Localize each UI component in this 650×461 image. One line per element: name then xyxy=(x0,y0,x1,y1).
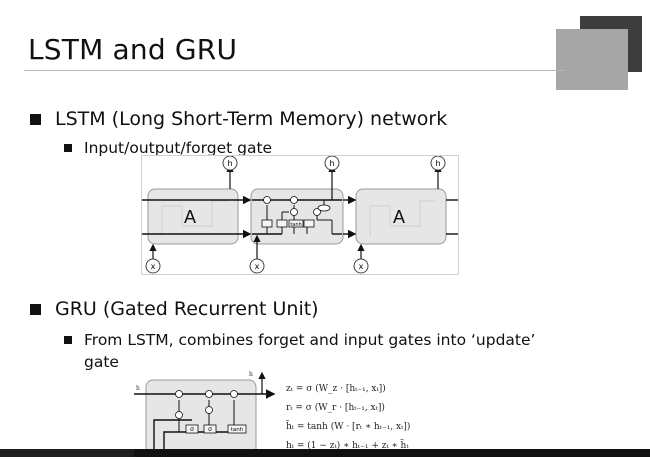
gru-equation-output: hₜ = (1 − zₜ) ∗ hₜ₋₁ + zₜ ∗ h̃ₜ xyxy=(286,441,409,451)
svg-text:x: x xyxy=(359,262,364,271)
sub-bullet-gates-text: Input/output/forget gate xyxy=(84,139,273,157)
bullet-square-icon xyxy=(30,303,41,315)
svg-text:h: h xyxy=(435,159,440,168)
lstm-diagram-svg: A A xyxy=(142,155,458,274)
lstm-cell-right xyxy=(355,188,447,245)
svg-text:h: h xyxy=(227,159,232,168)
lstm-cell-left xyxy=(147,188,239,245)
slide-title: LSTM and GRU xyxy=(28,33,238,66)
gru-equation-update: zₜ = σ (W_z · [hₜ₋₁, xₜ]) xyxy=(286,384,386,394)
svg-text:tanh: tanh xyxy=(290,222,301,228)
cell-label-left: A xyxy=(184,207,196,227)
sub-bullet-update-line1: From LSTM, combines forget and input gat… xyxy=(84,331,536,349)
bullet-lstm-text: LSTM (Long Short-Term Memory) network xyxy=(55,108,448,130)
bullet-square-icon xyxy=(30,113,41,125)
lstm-cell-middle xyxy=(250,188,344,245)
bullet-gru-text: GRU (Gated Recurrent Unit) xyxy=(55,298,319,320)
sub-bullet-update: From LSTM, combines forget and input gat… xyxy=(64,329,535,373)
svg-text:tanh: tanh xyxy=(231,427,244,433)
bullet-lstm: LSTM (Long Short-Term Memory) network xyxy=(30,108,447,130)
gru-diagram: h h σ σ tanh zₜ = σ (W_z · [hₜ₋₁, xₜ]) r… xyxy=(134,370,434,458)
svg-text:x: x xyxy=(151,262,156,271)
svg-text:x: x xyxy=(255,262,260,271)
h-output-left-icon xyxy=(222,155,238,171)
svg-text:h: h xyxy=(136,385,140,392)
x-input-middle-icon xyxy=(249,258,265,274)
sub-bullet-gates: Input/output/forget gate xyxy=(64,137,272,159)
sub-bullet-square-icon xyxy=(64,336,72,344)
gru-equation-reset: rₜ = σ (W_r · [hₜ₋₁, xₜ]) xyxy=(286,403,385,413)
gru-equation-candidate: h̃ₜ = tanh (W · [rₜ ∗ hₜ₋₁, xₜ]) xyxy=(286,422,411,432)
svg-text:h: h xyxy=(249,371,253,378)
title-underline xyxy=(24,70,564,71)
cell-label-right: A xyxy=(393,207,405,227)
sub-bullet-update-line2: gate xyxy=(84,353,119,371)
bullet-gru: GRU (Gated Recurrent Unit) xyxy=(30,298,319,320)
x-input-right-icon xyxy=(353,258,369,274)
x-input-left-icon xyxy=(145,258,161,274)
sub-bullet-square-icon xyxy=(64,144,72,152)
svg-text:h: h xyxy=(329,159,334,168)
footer-bar xyxy=(0,449,650,457)
lstm-diagram: A A xyxy=(141,155,459,275)
footer-left-strip xyxy=(0,449,134,457)
h-output-middle-icon xyxy=(324,155,340,171)
svg-text:σ: σ xyxy=(190,426,194,433)
gru-cell xyxy=(145,379,257,458)
svg-text:σ: σ xyxy=(208,426,212,433)
decor-light-square xyxy=(556,29,628,90)
h-output-right-icon xyxy=(430,155,446,171)
